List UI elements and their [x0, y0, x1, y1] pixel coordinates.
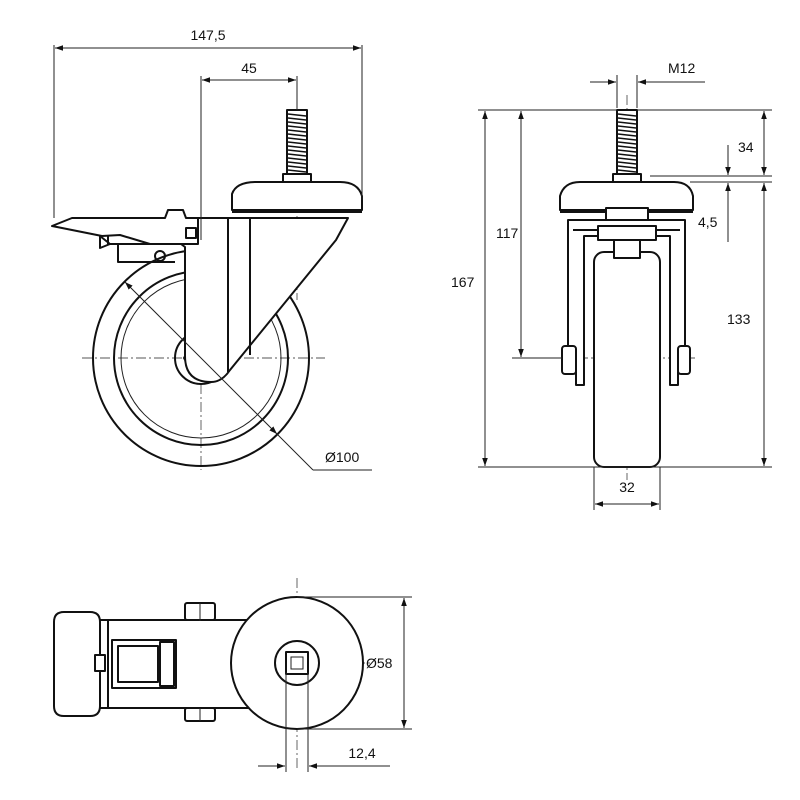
side-view: 147,5 45 Ø100 — [51, 27, 372, 471]
thread-line — [617, 165, 637, 169]
top-view: Ø58 12,4 — [53, 578, 412, 772]
dim-plate-thickness: 4,5 — [698, 214, 718, 230]
thread-hatch-front — [617, 113, 637, 173]
front-view: M12 167 117 34 4,5 133 32 — [451, 60, 772, 510]
dim-stem-size: 12,4 — [348, 745, 375, 761]
thread-line — [287, 165, 307, 169]
thread-line — [287, 117, 307, 121]
top-plate — [231, 181, 363, 211]
thread-line — [287, 153, 307, 157]
thread-line — [617, 153, 637, 157]
thread-line — [287, 169, 307, 173]
thread-line — [617, 113, 637, 117]
thread-line — [287, 149, 307, 153]
thread-line — [287, 161, 307, 165]
dim-wheel-diameter: Ø100 — [325, 449, 359, 465]
thread-line — [287, 113, 307, 117]
dim-overall-length: 147,5 — [190, 27, 225, 43]
dim-thread: M12 — [668, 60, 695, 76]
thread-line — [617, 137, 637, 141]
thread-line — [287, 129, 307, 133]
thread-line — [287, 133, 307, 137]
thread-hatch-side — [287, 113, 307, 173]
thread-line — [617, 129, 637, 133]
thread-line — [287, 125, 307, 129]
dim-stem-offset: 45 — [241, 60, 257, 76]
brake-lever — [51, 209, 199, 263]
thread-line — [617, 161, 637, 165]
thread-line — [287, 145, 307, 149]
dim-body-height: 133 — [727, 311, 751, 327]
thread-line — [617, 169, 637, 173]
brake-pedal-top — [53, 611, 177, 717]
thread-line — [617, 133, 637, 137]
dim-swivel-diameter: Ø58 — [366, 655, 393, 671]
swivel-plate-top — [230, 596, 364, 730]
dim-total-height: 167 — [451, 274, 475, 290]
top-plate-front — [559, 181, 694, 211]
dim-wheel-width: 32 — [619, 479, 635, 495]
wheel-front — [593, 251, 661, 468]
thread-line — [287, 141, 307, 145]
thread-line — [617, 145, 637, 149]
thread-line — [617, 117, 637, 121]
thread-line — [617, 157, 637, 161]
thread-line — [287, 137, 307, 141]
thread-line — [617, 125, 637, 129]
fork-front — [561, 219, 691, 386]
dim-axle-height: 117 — [496, 225, 519, 241]
thread-line — [287, 157, 307, 161]
thread-line — [617, 121, 637, 125]
thread-line — [617, 141, 637, 145]
thread-line — [287, 121, 307, 125]
thread-line — [617, 149, 637, 153]
dim-stem-length: 34 — [738, 139, 754, 155]
